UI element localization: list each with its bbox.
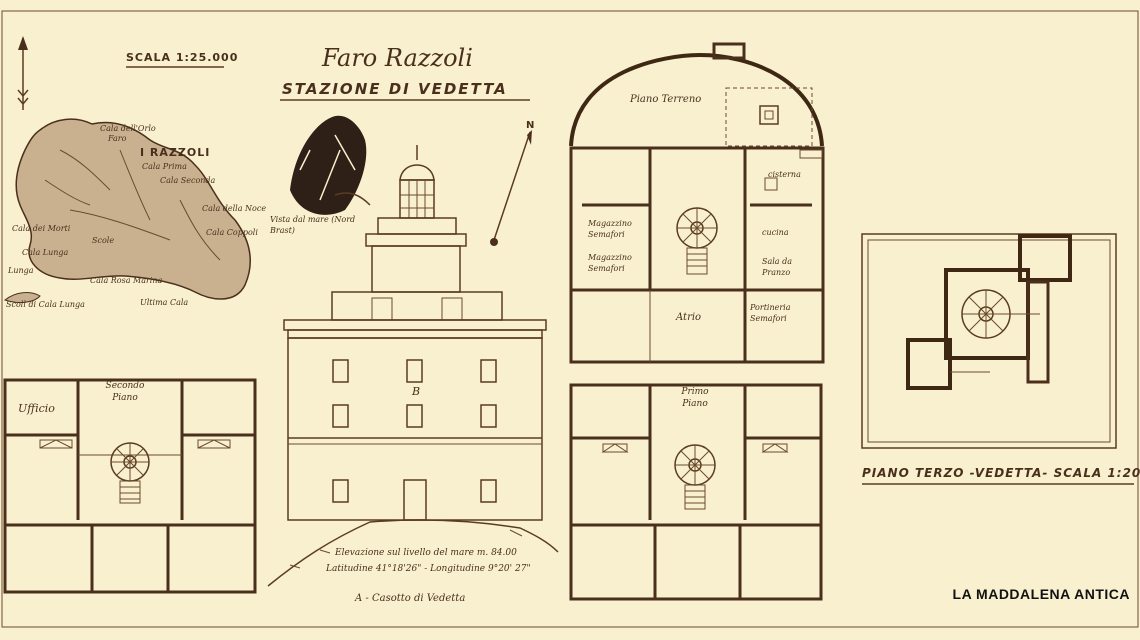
room-label: Sala da Pranzo bbox=[762, 257, 793, 277]
ground-floor-title: Piano Terreno bbox=[630, 94, 702, 105]
plan-third-floor bbox=[861, 233, 1117, 449]
map-scale-label: SCALA 1:25.000 bbox=[126, 51, 239, 64]
map-place-label: Cala Lunga bbox=[22, 248, 69, 257]
elevation-altitude: Elevazione sul livello del mare m. 84.00 bbox=[335, 548, 517, 558]
map-place-label: Scole bbox=[92, 236, 115, 245]
sea-view-label: Vista dal mare (Nord Brast) bbox=[270, 215, 356, 235]
room-label: Atrio bbox=[676, 312, 702, 323]
map-place-label: Cala della Noce bbox=[202, 204, 267, 213]
island-map bbox=[3, 118, 251, 304]
island-name: I RAZZOLI bbox=[140, 146, 211, 159]
north-label: N bbox=[526, 120, 536, 131]
north-arrow-map bbox=[17, 36, 29, 110]
drawing-subtitle: STAZIONE DI VEDETTA bbox=[282, 80, 508, 98]
map-place-label: Cala dei Morti bbox=[12, 224, 71, 233]
room-label: Portineria Semafori bbox=[750, 303, 791, 323]
sea-view-sketch bbox=[290, 115, 371, 215]
elevation-point-label: B bbox=[412, 385, 421, 398]
room-label: cucina bbox=[762, 228, 789, 237]
map-place-label: Ultima Cala bbox=[140, 298, 189, 307]
plan-second-floor bbox=[3, 378, 257, 594]
plan-first-floor bbox=[569, 383, 823, 601]
map-place-label: Cala dell'Orlo bbox=[100, 124, 156, 133]
first-floor-title: Primo Piano bbox=[681, 387, 709, 409]
map-place-label: Scoll di Cala Lunga bbox=[6, 300, 85, 309]
room-label: cisterna bbox=[768, 170, 801, 179]
map-place-label: Cala Seconda bbox=[160, 176, 216, 185]
room-label: Magazzino Semafori bbox=[588, 253, 632, 273]
compass-needle bbox=[490, 130, 532, 246]
map-place-label: Cala Coppoli bbox=[206, 228, 258, 237]
second-floor-title: Secondo Piano bbox=[105, 381, 145, 403]
map-place-label: Lunga bbox=[8, 266, 34, 275]
map-place-label: Cala Prima bbox=[142, 162, 187, 171]
third-floor-title: PIANO TERZO -VEDETTA- SCALA 1:200 bbox=[862, 466, 1140, 480]
drawing-title: Faro Razzoli bbox=[322, 44, 473, 72]
elevation-caption: A - Casotto di Vedetta bbox=[355, 593, 466, 604]
sheet-border bbox=[1, 10, 1139, 628]
room-office-label: Ufficio bbox=[18, 402, 55, 415]
lighthouse-elevation bbox=[267, 145, 559, 587]
map-place-label: Faro bbox=[108, 134, 127, 143]
elevation-coordinates: Latitudine 41°18'26" - Longitudine 9°20'… bbox=[326, 564, 531, 574]
map-place-label: Cala Rosa Marina bbox=[90, 276, 163, 285]
room-label: Magazzino Semafori bbox=[588, 219, 632, 239]
plan-ground-floor bbox=[569, 42, 825, 364]
credit-label: LA MADDALENA ANTICA bbox=[952, 586, 1130, 602]
